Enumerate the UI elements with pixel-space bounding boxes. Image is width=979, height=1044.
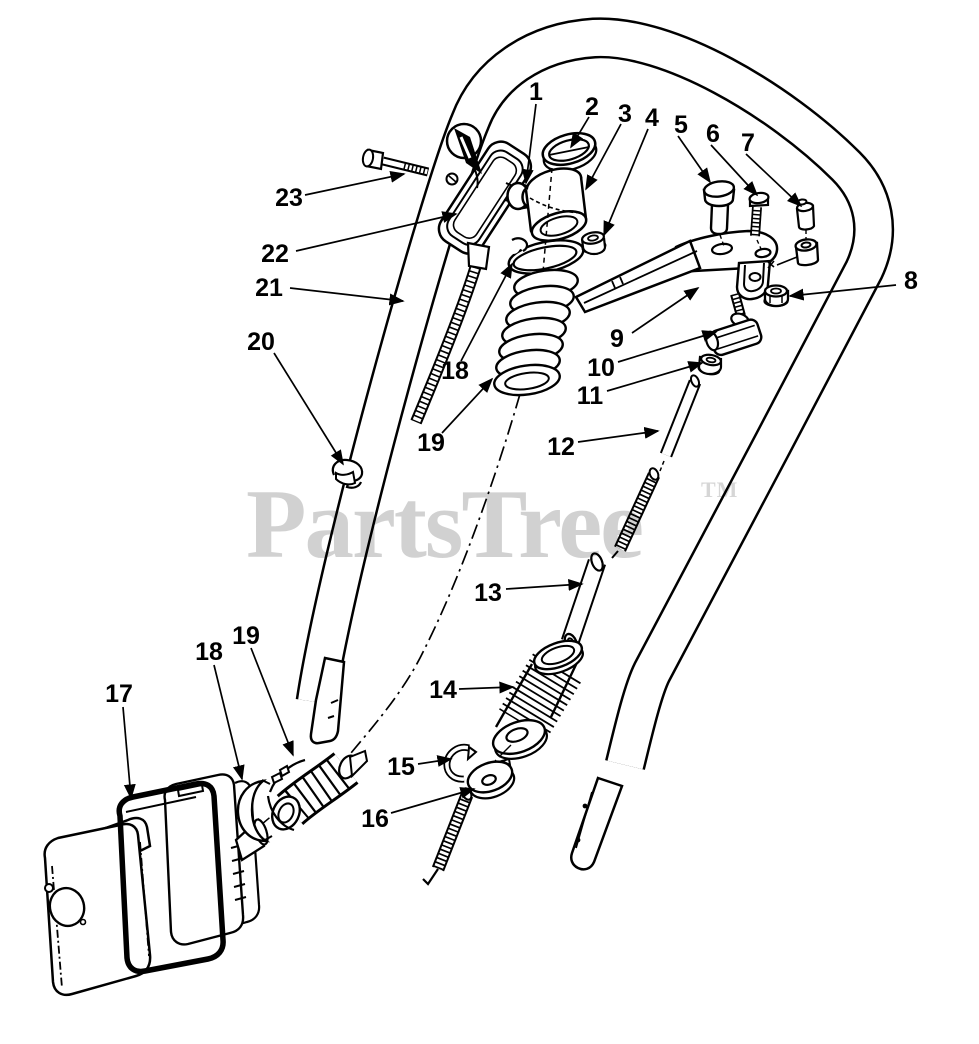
hex-nut-4 (580, 231, 607, 256)
watermark: PartsTree TM (246, 470, 738, 579)
pivot-bushing-7b (794, 238, 820, 267)
swivel-joint (704, 292, 763, 357)
washer (466, 757, 516, 800)
callout-leader-9-8 (631, 287, 700, 334)
snap-clip-lower (236, 779, 273, 843)
callout-label-5-4[interactable]: 5 (674, 111, 688, 139)
callout-leader-5-4 (677, 135, 711, 184)
throttle-control (437, 122, 533, 271)
callout-leader-18-19 (460, 262, 513, 362)
callout-label-21-22[interactable]: 21 (255, 274, 283, 302)
callout-label-20-21[interactable]: 20 (247, 328, 275, 356)
callout-label-22-23[interactable]: 22 (261, 240, 289, 268)
callout-label-1-0[interactable]: 1 (529, 78, 543, 106)
hex-nut-11 (697, 353, 723, 376)
callout-leader-10-9 (617, 330, 718, 363)
callout-leader-15-14 (417, 755, 453, 767)
callout-label-6-5[interactable]: 6 (706, 120, 720, 148)
cable-spool (485, 639, 584, 772)
control-lever-arm (574, 229, 798, 314)
callout-leader-11-10 (606, 361, 704, 392)
callout-leader-20-21 (273, 352, 344, 466)
watermark-trademark: TM (701, 477, 738, 502)
callout-leader-13-12 (505, 578, 584, 591)
callout-leader-16-15 (390, 787, 476, 814)
handle-bracket-right (570, 776, 624, 871)
callout-leader-22-23 (295, 211, 458, 252)
callout-label-23-24[interactable]: 23 (275, 184, 303, 212)
callout-label-4-3[interactable]: 4 (645, 104, 659, 132)
callout-label-12-11[interactable]: 12 (547, 433, 575, 461)
callout-leader-23-24 (304, 171, 406, 196)
spring-upper (493, 268, 579, 397)
throttle-cable (410, 260, 483, 425)
callout-label-17-16[interactable]: 17 (105, 680, 133, 708)
handle-tube (295, 17, 895, 871)
callout-leader-12-11 (577, 426, 660, 443)
callout-leader-6-5 (710, 144, 759, 197)
callout-label-18-17[interactable]: 18 (195, 638, 223, 666)
callout-leader-18-17 (213, 664, 245, 781)
back-plate (163, 773, 245, 946)
callout-label-3-2[interactable]: 3 (618, 100, 632, 128)
plate-vents (230, 844, 247, 901)
handle-bracket-left (309, 656, 346, 745)
callout-label-19-18[interactable]: 19 (232, 622, 260, 650)
callout-leader-4-3 (603, 128, 649, 237)
callout-label-13-12[interactable]: 13 (474, 579, 502, 607)
callout-label-2-1[interactable]: 2 (585, 93, 599, 121)
mounting-bolt (361, 148, 430, 177)
callout-leader-19-20 (441, 377, 494, 434)
callout-label-19-20[interactable]: 19 (417, 429, 445, 457)
callout-leader-1-0 (521, 103, 537, 185)
callout-leader-14-13 (458, 681, 515, 694)
callout-leader-8-7 (788, 284, 897, 301)
spring-elbow (266, 749, 369, 832)
callout-leader-17-16 (122, 706, 136, 800)
callout-label-15-14[interactable]: 15 (387, 753, 415, 781)
callout-label-18-19[interactable]: 18 (441, 357, 469, 385)
callout-leader-3-2 (585, 123, 622, 191)
watermark-text: PartsTree (246, 470, 642, 579)
hex-nut-8 (763, 284, 790, 308)
throttle-barrel (524, 167, 588, 384)
callout-label-7-6[interactable]: 7 (741, 129, 755, 157)
callout-label-14-13[interactable]: 14 (429, 676, 457, 704)
callout-leader-2-1 (570, 116, 590, 149)
cover-hole (48, 886, 86, 928)
callout-label-9-8[interactable]: 9 (610, 325, 624, 353)
callout-label-10-9[interactable]: 10 (587, 354, 615, 382)
callout-label-11-10[interactable]: 11 (577, 382, 604, 410)
air-cleaner-assembly (43, 773, 269, 997)
throttle-rod (611, 374, 702, 559)
callout-label-8-7[interactable]: 8 (904, 267, 918, 295)
callout-label-16-15[interactable]: 16 (361, 805, 389, 833)
callout-leader-7-6 (745, 153, 803, 208)
callout-leader-21-22 (289, 287, 405, 306)
callout-leader-19-18 (250, 647, 294, 757)
bolt-5 (702, 180, 736, 247)
